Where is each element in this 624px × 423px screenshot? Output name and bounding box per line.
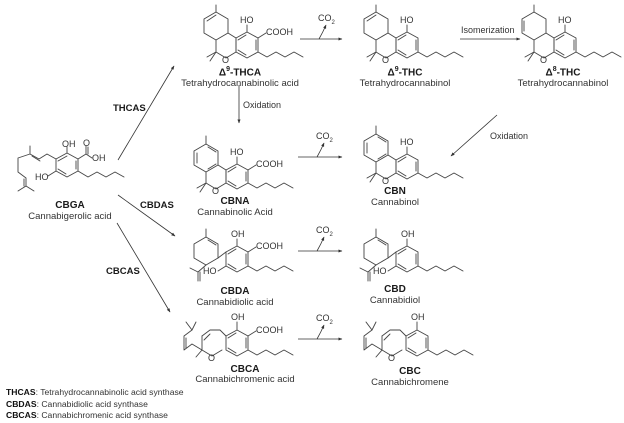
co2-release-cbca [316, 324, 325, 340]
compound-cbda: CBDA Cannabidiolic acid [180, 286, 290, 308]
process-isomerization: Isomerization [461, 25, 515, 35]
structure-cbca [183, 321, 294, 358]
compound-thca: Δ9-THCA Tetrahydrocannabinolic acid [170, 66, 310, 89]
atom-oh: OH [231, 312, 245, 322]
compound-name: Cannabinolic Acid [197, 207, 273, 218]
compound-cbna: CBNA Cannabinolic Acid [180, 196, 290, 218]
enzyme-cbdas: CBDAS [140, 200, 174, 211]
atom-o: O [388, 353, 396, 363]
structure-cbda [189, 228, 294, 282]
legend-item: CBCAS: Cannabichromenic acid synthase [6, 410, 168, 420]
compound-abbr: CBDA [220, 286, 250, 297]
co2-release-cbna [316, 142, 325, 158]
atom-ho: HO [230, 147, 244, 157]
co2-label: CO2 [316, 225, 333, 238]
compound-name: Cannabichromenic acid [195, 374, 295, 385]
atom-ho: HO [558, 15, 572, 25]
compound-name: Cannabidiolic acid [196, 297, 274, 308]
arrow-thc8-oxidation-to-cbn [450, 114, 498, 157]
atom-o: O [83, 138, 91, 148]
compound-cbca: CBCA Cannabichromenic acid [185, 365, 305, 385]
compound-cbga: CBGA Cannabigerolic acid [20, 200, 120, 222]
process-oxidation: Oxidation [243, 100, 282, 110]
atom-ho: HO [240, 15, 254, 25]
atom-oh: OH [231, 229, 245, 239]
co2-label: CO2 [318, 13, 335, 26]
atom-oh: OH [62, 139, 76, 149]
legend-item: CBDAS: Cannabidiolic acid synthase [6, 398, 148, 409]
compound-abbr: CBNA [220, 196, 250, 207]
compound-abbr: Δ8-THC [545, 66, 581, 79]
compound-abbr: Δ9-THCA [218, 66, 262, 79]
compound-abbr: CBD [384, 284, 406, 295]
co2-release-thca [318, 24, 327, 40]
legend-item: THCAS: Tetrahydrocannabinolic acid synth… [6, 387, 184, 397]
compound-thc8: Δ8-THC Tetrahydrocannabinol [508, 66, 618, 89]
atom-ho: HO [35, 172, 49, 182]
atom-cooh: COOH [256, 159, 283, 169]
atom-cooh: COOH [266, 27, 293, 37]
atom-oh: OH [401, 229, 415, 239]
compound-name: Tetrahydrocannabinol [517, 78, 609, 90]
atom-oh: OH [92, 153, 106, 163]
compound-name: Tetrahydrocannabinol [359, 78, 451, 90]
process-oxidation: Oxidation [490, 131, 529, 141]
compound-abbr: CBCA [230, 364, 260, 375]
structure-cbn [363, 125, 464, 183]
compound-thc9: Δ9-THC Tetrahydrocannabinol [350, 66, 460, 89]
atom-o: O [540, 55, 548, 65]
enzyme-cbcas: CBCAS [106, 266, 140, 277]
structure-thc9 [363, 4, 464, 62]
compound-cbn: CBN Cannabinol [360, 186, 430, 208]
atom-ho: HO [373, 266, 387, 276]
structure-thc8 [521, 4, 622, 62]
enzyme-thcas: THCAS [113, 103, 146, 114]
compound-name: Tetrahydrocannabinolic acid [181, 78, 299, 90]
structure-cbga [17, 145, 125, 192]
structure-cbc [363, 321, 474, 358]
compound-abbr: CBN [384, 186, 406, 197]
arrow-cbga-to-cbda [117, 194, 176, 237]
atom-o: O [382, 176, 390, 186]
structure-cbd [359, 228, 464, 282]
co2-label: CO2 [316, 131, 333, 144]
enzyme-legend: THCAS: Tetrahydrocannabinolic acid synth… [6, 387, 184, 422]
arrow-cbga-to-cbca [116, 222, 171, 313]
arrow-cbga-to-thca [117, 65, 175, 161]
compound-cbd: CBD Cannabidiol [360, 284, 430, 306]
compound-cbc: CBC Cannabichromene [360, 366, 460, 388]
compound-name: Cannabidiol [369, 295, 421, 306]
structure-thca [203, 4, 304, 62]
atom-o: O [222, 55, 230, 65]
compound-abbr: Δ9-THC [387, 66, 423, 79]
atom-ho: HO [400, 15, 414, 25]
compound-name: Cannabichromene [371, 377, 449, 388]
atom-oh: OH [411, 312, 425, 322]
compound-abbr: CBGA [55, 200, 85, 211]
compound-abbr: CBC [399, 366, 421, 377]
compound-name: Cannabinol [370, 197, 420, 208]
co2-release-cbda [316, 236, 325, 252]
atom-cooh: COOH [256, 241, 283, 251]
atom-ho: HO [400, 137, 414, 147]
atom-cooh: COOH [256, 325, 283, 335]
co2-label: CO2 [316, 313, 333, 326]
atom-o: O [212, 186, 220, 196]
atom-o: O [208, 353, 216, 363]
structure-cbna [193, 135, 294, 193]
atom-ho: HO [203, 266, 217, 276]
compound-name: Cannabigerolic acid [28, 211, 112, 222]
atom-o: O [382, 55, 390, 65]
